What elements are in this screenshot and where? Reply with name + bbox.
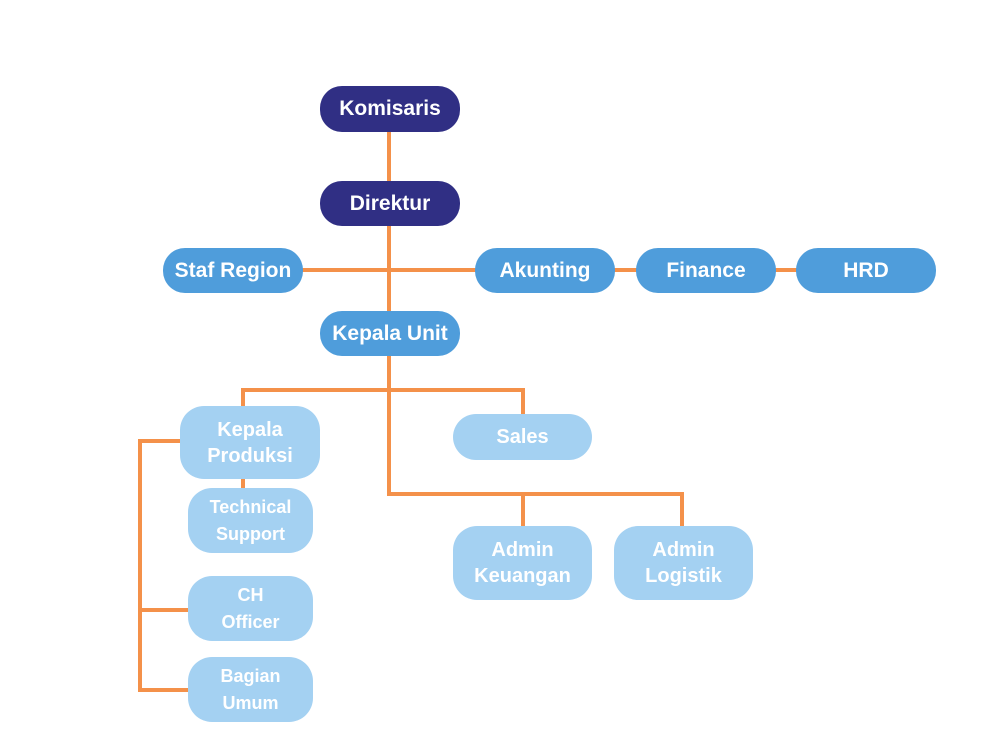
- node-kepala-unit: Kepala Unit: [320, 311, 460, 356]
- node-technical-support: Technical Support: [188, 488, 313, 553]
- node-akunting: Akunting: [475, 248, 615, 293]
- node-staf-region: Staf Region: [163, 248, 303, 293]
- node-label-line: Keuangan: [474, 565, 571, 587]
- node-komisaris: Komisaris: [320, 86, 460, 132]
- node-label: Kepala Produksi: [207, 417, 293, 469]
- node-label: Finance: [666, 258, 746, 282]
- node-label: Sales: [496, 426, 549, 448]
- node-kepala-produksi: Kepala Produksi: [180, 406, 320, 479]
- node-admin-logistik: Admin Logistik: [614, 526, 753, 600]
- node-label-line: Bagian: [220, 666, 281, 687]
- node-label: CH Officer: [221, 582, 279, 634]
- node-label: HRD: [843, 258, 889, 282]
- node-bagian-umum: Bagian Umum: [188, 657, 313, 722]
- node-hrd: HRD: [796, 248, 936, 293]
- node-label: Technical Support: [210, 494, 292, 546]
- node-label-line: Officer: [221, 611, 280, 632]
- node-label: Kepala Unit: [332, 321, 448, 345]
- node-label: Komisaris: [339, 97, 441, 121]
- node-label-line: Umum: [222, 692, 279, 713]
- node-label-line: Support: [215, 523, 285, 544]
- node-admin-keuangan: Admin Keuangan: [453, 526, 592, 600]
- node-label: Admin Logistik: [645, 537, 722, 589]
- node-label-line: Produksi: [207, 444, 293, 467]
- node-label-line: Logistik: [645, 565, 722, 587]
- node-label-line: Admin: [652, 539, 715, 561]
- node-finance: Finance: [636, 248, 776, 293]
- node-sales: Sales: [453, 414, 592, 460]
- node-label-line: CH: [237, 585, 264, 606]
- node-label: Admin Keuangan: [474, 537, 571, 589]
- node-label: Akunting: [499, 258, 591, 282]
- node-label: Staf Region: [174, 258, 292, 282]
- node-label: Direktur: [349, 191, 431, 215]
- node-label-line: Kepala: [217, 418, 283, 441]
- node-direktur: Direktur: [320, 181, 460, 226]
- node-ch-officer: CH Officer: [188, 576, 313, 641]
- node-label-line: Admin: [491, 539, 554, 561]
- node-label: Bagian Umum: [220, 663, 280, 715]
- node-label-line: Technical: [209, 497, 292, 518]
